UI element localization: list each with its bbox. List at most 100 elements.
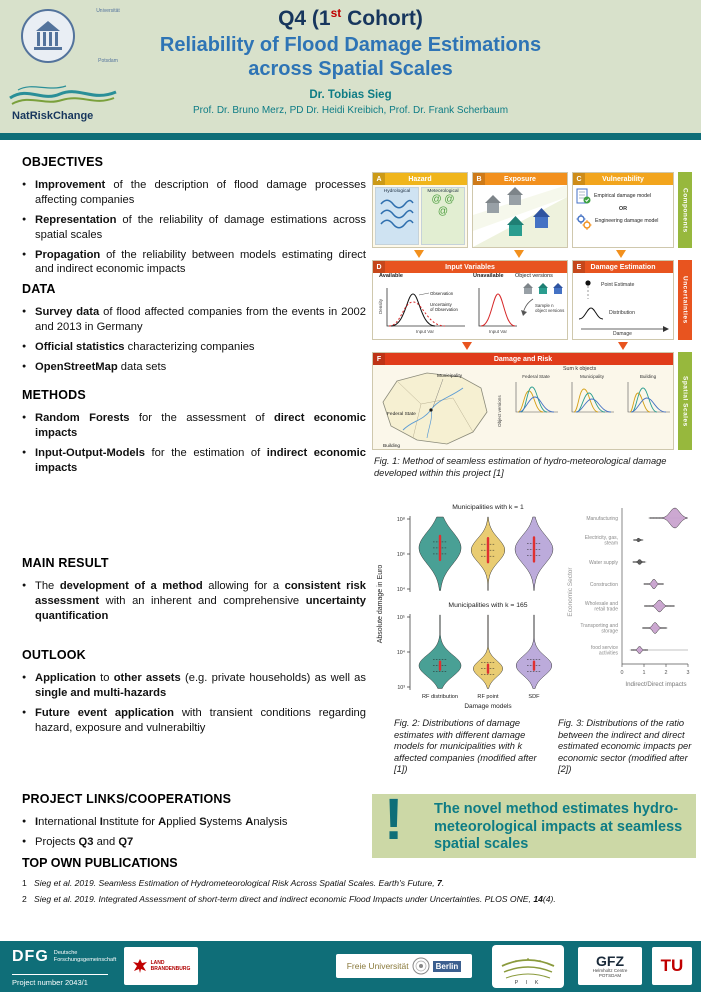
university-seal-icon <box>21 9 75 63</box>
svg-text:Electricity, gas,: Electricity, gas, <box>585 535 618 541</box>
svg-text:retail trade: retail trade <box>594 607 618 613</box>
svg-text:Municipalities with k = 165: Municipalities with k = 165 <box>448 602 527 609</box>
svg-text:SDF: SDF <box>528 694 540 700</box>
pik-logo: P I K <box>492 945 564 988</box>
bullet-item: International Institute for Applied Syst… <box>22 815 366 830</box>
svg-text:activities: activities <box>599 651 619 657</box>
bullet-item: The development of a method allowing for… <box>22 579 366 624</box>
svg-text:Economic Sector: Economic Sector <box>567 567 574 617</box>
mini-plot-municipality: Municipality <box>565 374 619 421</box>
panel-title: Damage Estimation <box>590 263 656 271</box>
exclamation-icon: ! <box>384 787 404 852</box>
engineering-model-row: Engineering damage model <box>573 212 673 231</box>
fig1-panel-damage-and-risk: F Damage and Risk Municipality Federal S… <box>372 352 674 450</box>
svg-text:Damage models: Damage models <box>464 703 512 710</box>
object-versions-houses-icon <box>523 283 563 294</box>
panel-letter: A <box>373 173 385 185</box>
panel-letter: E <box>573 261 585 273</box>
gears-icon <box>576 214 592 230</box>
houses-icon <box>473 185 567 247</box>
svg-text:Municipalities with k = 1: Municipalities with k = 1 <box>452 504 524 511</box>
publication-item: 2 Sieg et al. 2019. Integrated Assessmen… <box>22 894 556 905</box>
unavailable-density-plot: Input Var <box>478 288 517 334</box>
university-logo-text-bottom: Potsdam <box>98 58 118 64</box>
cohort-superscript: st <box>330 6 342 20</box>
section-methods: METHODS Random Forests for the assessmen… <box>22 388 366 481</box>
natriskchange-logo: NatRiskChange <box>8 72 124 128</box>
svg-text:Transporting and: Transporting and <box>580 623 618 629</box>
section-heading: METHODS <box>22 388 86 402</box>
highlight-text: The novel method estimates hydro-meteoro… <box>434 801 683 853</box>
svg-text:10⁴: 10⁴ <box>397 587 406 593</box>
tu-berlin-logo: TU <box>652 947 692 985</box>
svg-text:3: 3 <box>687 670 690 676</box>
distribution-curve-icon <box>578 307 604 320</box>
section-heading: TOP OWN PUBLICATIONS <box>22 856 178 870</box>
header-divider <box>0 133 701 140</box>
hydrological-box: Hydrological <box>375 187 419 245</box>
svg-text:Uncertainty: Uncertainty <box>430 302 453 307</box>
natriskchange-waves-icon <box>9 85 117 105</box>
mini-plot-federal-state: Federal State <box>509 374 563 421</box>
svg-text:Input Var: Input Var <box>489 329 507 334</box>
section-data: DATA Survey data of flood affected compa… <box>22 282 366 380</box>
damage-axis-icon <box>581 326 669 332</box>
spatial-scales-side-label: Spatial Scales <box>678 352 692 450</box>
svg-text:Building: Building <box>383 443 400 449</box>
panel-title: Exposure <box>504 175 536 183</box>
panel-title: Input Variables <box>445 263 495 271</box>
bullet-item: Official statistics characterizing compa… <box>22 340 366 355</box>
svg-text:storage: storage <box>601 629 618 635</box>
header: Universität Potsdam NatRiskChange Q4 (1s… <box>0 0 701 133</box>
flow-arrow-icon <box>414 250 424 258</box>
brandenburg-eagle-icon <box>132 959 147 973</box>
svg-text:10⁵: 10⁵ <box>397 615 405 621</box>
figure-1-method-diagram: A Hazard Hydrological Meteorological @ @… <box>372 172 696 450</box>
fig1-panel-input-variables: D Input Variables Available Unavailable … <box>372 260 568 340</box>
natriskchange-logo-text: NatRiskChange <box>12 110 94 122</box>
section-outlook: OUTLOOK Application to other assets (e.g… <box>22 648 366 741</box>
author-name: Dr. Tobias Sieg <box>309 89 392 101</box>
figure-2-caption: Fig. 2: Distributions of damage estimate… <box>394 718 537 775</box>
flow-arrow-icon <box>514 250 524 258</box>
bullet-item: OpenStreetMap data sets <box>22 360 366 375</box>
section-heading: OBJECTIVES <box>22 155 104 169</box>
footer-divider-line <box>12 974 108 975</box>
fig1-panel-hazard: A Hazard Hydrological Meteorological @ @… <box>372 172 468 248</box>
point-estimate-icon <box>585 280 591 299</box>
svg-text:RF point: RF point <box>477 694 499 700</box>
flow-arrow-icon <box>618 342 628 350</box>
fu-seal-icon <box>412 957 430 975</box>
section-publications: TOP OWN PUBLICATIONS 1 Sieg et al. 2019.… <box>22 856 684 910</box>
meteo-swirl-icons: @ @@ <box>431 194 455 217</box>
svg-text:Wholesale and: Wholesale and <box>585 601 618 607</box>
pik-waves-icon <box>501 957 555 978</box>
svg-text:0: 0 <box>621 670 624 676</box>
bullet-item: Improvement of the description of flood … <box>22 178 366 208</box>
svg-text:Municipality: Municipality <box>437 373 463 379</box>
section-heading: PROJECT LINKS/COOPERATIONS <box>22 792 232 806</box>
meteorological-box: Meteorological @ @@ <box>421 187 465 245</box>
bullet-item: Projects Q3 and Q7 <box>22 835 366 850</box>
subtitle-line1: Reliability of Flood Damage Estimations <box>159 34 542 56</box>
svg-text:Construction: Construction <box>590 582 618 588</box>
svg-text:of Observation: of Observation <box>430 307 459 312</box>
svg-text:10⁸: 10⁸ <box>397 517 405 523</box>
section-project-links: PROJECT LINKS/COOPERATIONS International… <box>22 792 366 855</box>
section-objectives: OBJECTIVES Improvement of the descriptio… <box>22 155 366 282</box>
empirical-model-row: Empirical damage model <box>573 187 673 206</box>
figure-3-caption: Fig. 3: Distributions of the ratio betwe… <box>558 718 692 775</box>
supervisors-line: Prof. Dr. Bruno Merz, PD Dr. Heidi Kreib… <box>192 105 509 116</box>
section-heading: DATA <box>22 282 56 296</box>
svg-text:10³: 10³ <box>397 685 405 691</box>
figure-1-caption: Fig. 1: Method of seamless estimation of… <box>374 456 667 478</box>
flow-arrow-icon <box>462 342 472 350</box>
svg-text:Federal State: Federal State <box>387 411 416 417</box>
poster-subtitle: Reliability of Flood Damage Estimations … <box>0 34 701 81</box>
fu-berlin-logo: Freie Universität Berlin <box>336 954 472 978</box>
panel-title: Damage and Risk <box>493 355 553 363</box>
svg-text:Input Var: Input Var <box>416 329 434 334</box>
section-heading: MAIN RESULT <box>22 556 109 570</box>
panel-letter: F <box>373 353 385 365</box>
